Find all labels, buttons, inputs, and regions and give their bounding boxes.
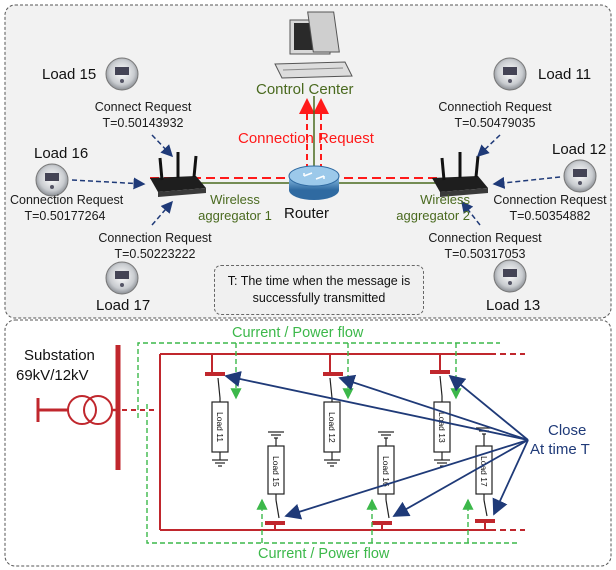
wireless-aggregator-1-icon: [150, 152, 206, 197]
aggregator-2-line2: aggregator 2: [396, 208, 470, 223]
load15-name: Load 15: [42, 66, 97, 83]
flow-label-top: Current / Power flow: [232, 325, 364, 341]
meter-icon-load11: [493, 57, 527, 91]
connection-request-label: Connection Request: [238, 130, 374, 147]
load11-name: Load 11: [538, 66, 592, 83]
note-line-1: T: The time when the message is: [227, 274, 411, 288]
load15-time: T=0.50143932: [102, 116, 184, 130]
load13-name: Load 13: [486, 297, 541, 314]
load12-time: T=0.50354882: [509, 209, 591, 223]
transformer-icon: [36, 345, 158, 470]
load-box-17: Load 17: [479, 456, 489, 487]
load-box-15: Load 15: [271, 456, 281, 487]
load17-name: Load 17: [96, 297, 151, 314]
close-time-label: At time T: [530, 441, 590, 458]
load-box-12: Load 12: [327, 412, 337, 443]
load-box-labels: Load 11 Load 12 Load 13 Load 15 Load 16 …: [215, 412, 489, 487]
load15-request: Connect Request: [94, 100, 192, 114]
meter-icon-load16: [35, 163, 69, 197]
meter-icon-load15: [105, 57, 139, 91]
load12-name: Load 12: [552, 141, 607, 158]
aggregator-1-line2: aggregator 1: [198, 208, 272, 223]
load13-request: Connection Request: [428, 231, 542, 245]
aggregator-2-line1: Wireless: [420, 192, 470, 207]
close-label: Close: [548, 422, 587, 439]
computer-icon: [274, 11, 353, 79]
load17-time: T=0.50223222: [114, 247, 196, 261]
load11-time: T=0.50479035: [454, 116, 536, 130]
load12-request: Connection Request: [493, 193, 607, 207]
flow-label-bottom: Current / Power flow: [258, 546, 390, 562]
timing-note: T: The time when the message is successf…: [214, 265, 424, 315]
load13-time: T=0.50317053: [444, 247, 526, 261]
router-icon: [288, 165, 340, 200]
load-box-13: Load 13: [437, 412, 447, 443]
load17-request: Connection Request: [98, 231, 212, 245]
aggregator-1-line1: Wireless: [210, 192, 260, 207]
substation-label: Substation: [24, 347, 95, 364]
load-box-16: Load 16: [381, 456, 391, 487]
load16-name: Load 16: [34, 145, 89, 162]
load11-request: Connectioh Request: [438, 100, 552, 114]
load16-time: T=0.50177264: [24, 209, 106, 223]
load16-request: Connection Request: [10, 193, 124, 207]
top-panel: [4, 4, 612, 319]
note-line-2: successfully transmitted: [252, 291, 386, 305]
meter-icon-load17: [105, 261, 139, 295]
meter-icon-load12: [563, 159, 597, 193]
wireless-aggregator-2-icon: [432, 152, 488, 197]
router-label: Router: [284, 205, 330, 222]
control-center-label: Control Center: [256, 81, 354, 98]
meter-icon-load13: [493, 259, 527, 293]
load-box-11: Load 11: [215, 412, 225, 442]
substation-rating: 69kV/12kV: [16, 367, 89, 384]
